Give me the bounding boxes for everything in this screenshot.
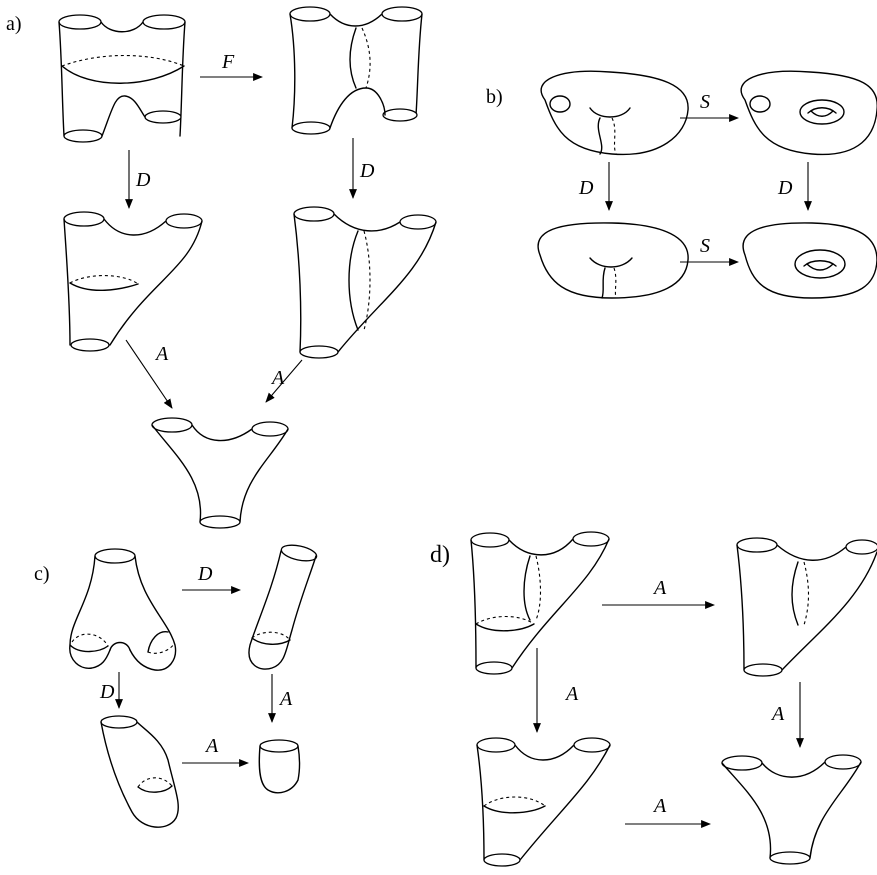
panel-b-arrow-d-right-label: D [777, 177, 793, 199]
panel-d-surface-top-left [470, 531, 610, 675]
panel-a-arrow-d-right-label: D [359, 160, 375, 182]
panel-c: c) [34, 544, 318, 828]
panel-a-label: a) [6, 13, 22, 35]
panel-b-arrow-s-bottom-label: S [700, 235, 710, 257]
panel-c-surface-top-left [69, 548, 177, 671]
panel-c-arrow-d-top-label: D [197, 563, 213, 585]
panel-b: b) [486, 70, 877, 299]
panel-c-label: c) [34, 563, 50, 585]
panel-a: a) [6, 6, 437, 529]
panel-b-arrow-d-left-label: D [578, 177, 594, 199]
panel-d-arrow-a-bottom-label: A [652, 795, 667, 817]
panel-c-arrow-a-bottom-label: A [204, 735, 219, 757]
panel-d-surface-bottom-right [721, 754, 862, 865]
panel-a-arrow-a-left-label: A [154, 343, 169, 365]
panel-a-surface-top-left [58, 14, 186, 143]
panel-c-surface-top-right [248, 544, 318, 670]
panel-c-arrow-a-right-label: A [278, 688, 293, 710]
panel-b-surface-bottom-right [742, 222, 877, 299]
panel-d-arrow-a-top-label: A [652, 577, 667, 599]
panel-d-surface-bottom-left [476, 737, 611, 867]
panel-b-arrow-s-top-label: S [700, 91, 710, 113]
panel-a-surface-top-right [289, 6, 423, 135]
panel-d: d) [430, 531, 877, 867]
panel-b-surface-bottom-left [537, 222, 689, 299]
panel-d-label: d) [430, 542, 450, 568]
panel-a-arrow-a-left [125, 339, 173, 409]
panel-d-surface-top-right [736, 537, 877, 677]
panel-a-surface-bottom [151, 417, 289, 529]
panel-a-arrow-f-label: F [221, 51, 235, 73]
panel-b-surface-top-right [740, 70, 877, 156]
panel-a-surface-middle-right [293, 206, 437, 359]
panel-c-surface-bottom-right [258, 739, 301, 794]
panel-d-arrow-a-left-label: A [564, 683, 579, 705]
panel-d-arrow-a-right-label: A [770, 703, 785, 725]
panel-a-surface-middle-left [63, 211, 203, 352]
panel-a-arrow-a-right-label: A [270, 367, 285, 389]
panel-c-arrow-d-left-label: D [99, 681, 115, 703]
panel-b-label: b) [486, 86, 503, 108]
panel-b-surface-top-left [540, 70, 689, 156]
panel-a-arrow-d-left-label: D [135, 169, 151, 191]
panel-a-arrow-a-right [265, 359, 303, 403]
panel-c-surface-bottom-left [100, 715, 179, 828]
